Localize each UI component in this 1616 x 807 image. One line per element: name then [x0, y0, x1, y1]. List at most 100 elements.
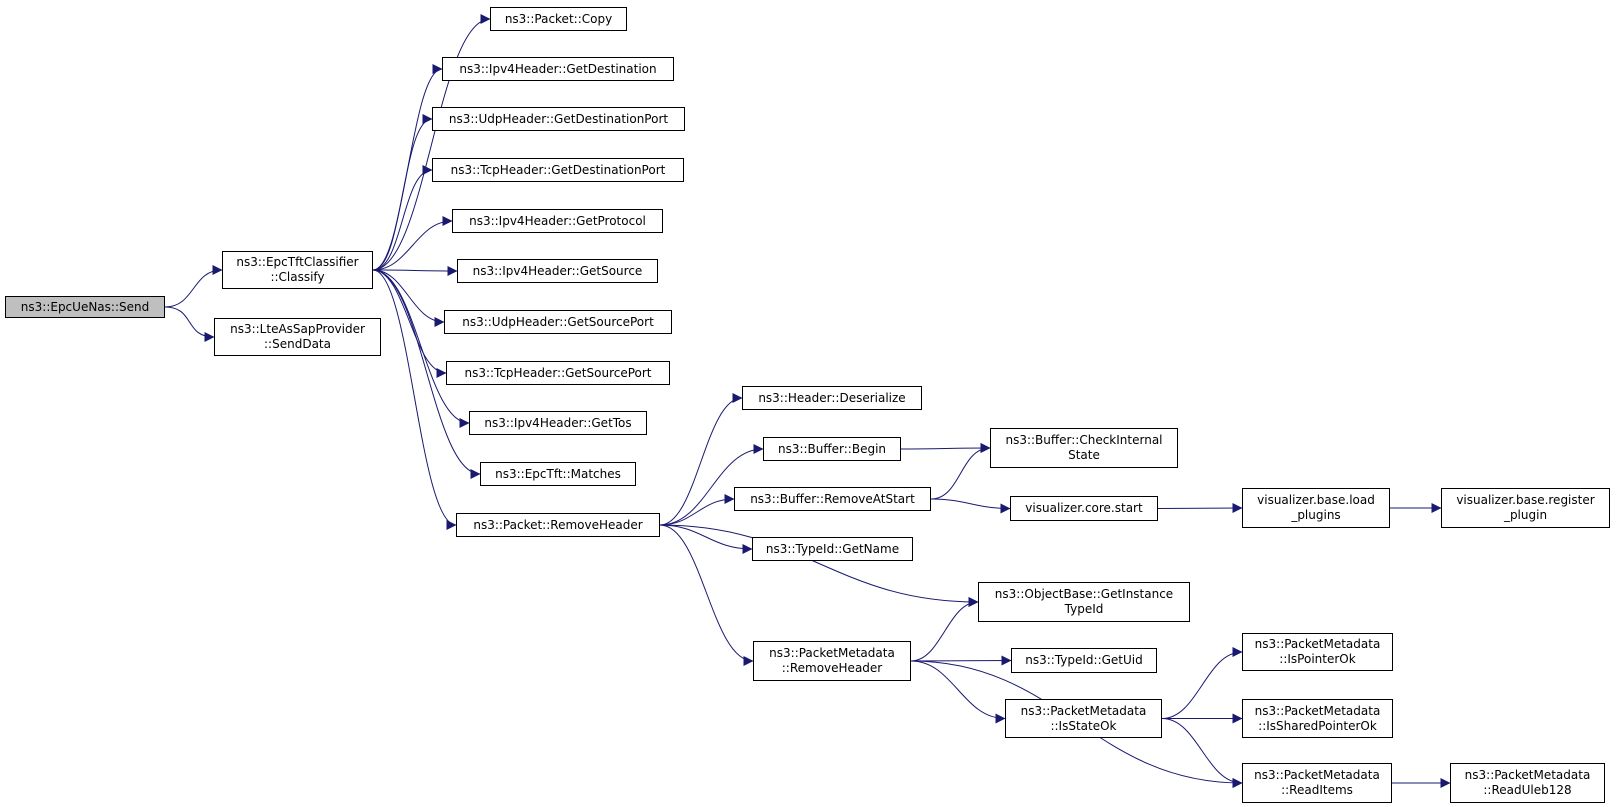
- node-label-line: ns3::LteAsSapProvider: [230, 322, 365, 336]
- node-label-line: ns3::Packet::Copy: [504, 11, 613, 26]
- node-header-deserialize[interactable]: ns3::Header::Deserialize: [742, 386, 922, 410]
- node-label-line: ns3::Ipv4Header::GetSource: [472, 263, 643, 278]
- edge-removeheader-to-getname: [659, 524, 753, 554]
- edge-classify-to-ipv4proto: [372, 216, 453, 271]
- node-udpheader-getdestinationport[interactable]: ns3::UdpHeader::GetDestinationPort: [432, 107, 685, 131]
- node-visualizer-base-registerplugin[interactable]: visualizer.base.register_plugin: [1441, 488, 1610, 528]
- edge-removeheader-to-pmremoveheader: [659, 524, 754, 666]
- node-visualizer-base-loadplugins[interactable]: visualizer.base.load_plugins: [1242, 488, 1390, 528]
- edge-removeheader-to-getinstancetypeid: [659, 524, 979, 607]
- node-label-line: ns3::PacketMetadata: [1254, 768, 1380, 782]
- node-ipv4header-getdestination[interactable]: ns3::Ipv4Header::GetDestination: [442, 57, 674, 81]
- node-label-line: ns3::Header::Deserialize: [758, 390, 906, 405]
- edge-classify-to-removeheader: [372, 269, 457, 530]
- node-label-line: ns3::Ipv4Header::GetDestination: [459, 61, 657, 76]
- node-udpheader-getsourceport[interactable]: ns3::UdpHeader::GetSourcePort: [444, 310, 672, 334]
- node-label-line: ::ReadItems: [1281, 783, 1353, 797]
- node-label-line: visualizer.base.register: [1456, 493, 1595, 507]
- node-packetmetadata-ispointerok[interactable]: ns3::PacketMetadata::IsPointerOk: [1242, 633, 1393, 671]
- node-tcpheader-getsourceport[interactable]: ns3::TcpHeader::GetSourcePort: [446, 361, 670, 385]
- node-label-line: ns3::EpcTftClassifier: [236, 255, 359, 269]
- edge-removeheader-to-begin: [659, 444, 764, 526]
- edges-layer: [164, 14, 1451, 788]
- node-label-line: _plugins: [1291, 508, 1341, 522]
- edge-classify-to-matches: [372, 269, 481, 479]
- node-ipv4header-getsource[interactable]: ns3::Ipv4Header::GetSource: [457, 259, 658, 283]
- edge-pmremoveheader-to-isstateok: [910, 660, 1006, 724]
- node-label-line: ::IsSharedPointerOk: [1258, 718, 1377, 733]
- edge-removeatstart-to-corestart: [930, 498, 1011, 514]
- node-label-line: visualizer.base.load: [1257, 493, 1375, 507]
- node-label-line: ns3::PacketMetadata: [1254, 637, 1381, 651]
- node-label-line: ns3::Buffer::Begin: [777, 441, 887, 456]
- node-label-line: ns3::PacketMetadata: [1464, 768, 1591, 782]
- node-epctft-matches[interactable]: ns3::EpcTft::Matches: [480, 462, 636, 486]
- node-buffer-begin[interactable]: ns3::Buffer::Begin: [763, 437, 901, 461]
- node-label-line: visualizer.core.start: [1025, 501, 1143, 515]
- node-packetmetadata-removeheader[interactable]: ns3::PacketMetadata::RemoveHeader: [753, 641, 911, 681]
- node-label-line: ns3::Packet::RemoveHeader: [473, 517, 643, 532]
- node-label-line: ::IsPointerOk: [1279, 652, 1356, 666]
- node-tcpheader-getdestinationport[interactable]: ns3::TcpHeader::GetDestinationPort: [432, 158, 684, 182]
- node-label-line: ::SendData: [264, 337, 331, 351]
- node-lteassapprovider-senddata[interactable]: ns3::LteAsSapProvider::SendData: [214, 318, 381, 356]
- edge-pmremoveheader-to-getuid: [910, 655, 1012, 666]
- node-label-line: _plugin: [1503, 508, 1548, 522]
- node-label-line: ns3::EpcUeNas::Send: [20, 299, 150, 314]
- node-label-line: ns3::EpcTft::Matches: [495, 466, 621, 481]
- node-packetmetadata-readuleb128[interactable]: ns3::PacketMetadata::ReadUleb128: [1450, 763, 1605, 803]
- edge-corestart-to-loadplugins: [1157, 503, 1243, 514]
- node-ipv4header-getprotocol[interactable]: ns3::Ipv4Header::GetProtocol: [452, 209, 663, 233]
- node-label-line: ::ReadUleb128: [1483, 783, 1572, 797]
- node-epcuenas-send: ns3::EpcUeNas::Send: [5, 296, 165, 318]
- edge-classify-to-udpdestport: [372, 114, 433, 271]
- node-epctftclassifier-classify[interactable]: ns3::EpcTftClassifier::Classify: [222, 251, 373, 289]
- node-packetmetadata-isstateok[interactable]: ns3::PacketMetadata::IsStateOk: [1005, 699, 1162, 738]
- edge-removeheader-to-deserialize: [659, 393, 743, 526]
- edge-classify-to-tcpsrcport: [372, 269, 447, 378]
- node-packet-removeheader[interactable]: ns3::Packet::RemoveHeader: [456, 513, 660, 537]
- edge-begin-to-checkinternal: [900, 443, 991, 454]
- node-label-line: State: [1068, 448, 1100, 462]
- node-label-line: ns3::TcpHeader::GetSourcePort: [464, 365, 652, 380]
- node-label-line: ::IsStateOk: [1050, 718, 1117, 733]
- node-ipv4header-gettos[interactable]: ns3::Ipv4Header::GetTos: [469, 411, 647, 435]
- node-packet-copy[interactable]: ns3::Packet::Copy: [490, 7, 627, 31]
- node-label-line: ns3::UdpHeader::GetSourcePort: [462, 314, 654, 329]
- node-label-line: ns3::PacketMetadata: [1020, 703, 1147, 718]
- edge-removeatstart-to-checkinternal: [930, 443, 991, 500]
- node-label-line: ns3::PacketMetadata: [769, 646, 895, 660]
- node-label-line: ns3::ObjectBase::GetInstance: [994, 587, 1174, 601]
- node-label-line: ns3::Buffer::CheckInternal: [1005, 433, 1163, 447]
- node-label-line: ns3::Buffer::RemoveAtStart: [750, 491, 915, 506]
- edge-pmremoveheader-to-getinstancetypeid: [910, 597, 979, 662]
- edge-classify-to-ipv4source: [372, 265, 458, 276]
- edge-classify-to-udpsrcport: [372, 269, 445, 327]
- node-typeid-getname[interactable]: ns3::TypeId::GetName: [752, 537, 913, 561]
- edge-classify-to-ipv4tos: [372, 269, 470, 428]
- node-label-line: ns3::Ipv4Header::GetProtocol: [469, 213, 646, 228]
- edge-isstateok-to-readitems: [1161, 718, 1243, 788]
- node-label-line: ns3::TypeId::GetName: [765, 541, 900, 556]
- node-label-line: ns3::PacketMetadata: [1254, 703, 1381, 718]
- edge-classify-to-tcpdestport: [372, 165, 433, 271]
- node-label-line: TypeId: [1064, 602, 1104, 616]
- node-packetmetadata-issharedpointerok[interactable]: ns3::PacketMetadata::IsSharedPointerOk: [1242, 699, 1393, 738]
- node-typeid-getuid[interactable]: ns3::TypeId::GetUid: [1011, 648, 1157, 673]
- edge-isstateok-to-ispointerok: [1161, 647, 1243, 719]
- edge-classify-to-copy: [372, 14, 491, 271]
- node-buffer-removeatstart[interactable]: ns3::Buffer::RemoveAtStart: [734, 487, 931, 511]
- node-label-line: ns3::TcpHeader::GetDestinationPort: [450, 162, 666, 177]
- edge-send-to-senddata: [164, 306, 215, 342]
- node-label-line: ns3::Ipv4Header::GetTos: [484, 415, 632, 430]
- node-label-line: ::RemoveHeader: [781, 661, 883, 675]
- edge-send-to-classify: [164, 265, 223, 308]
- node-label-line: ns3::UdpHeader::GetDestinationPort: [448, 111, 669, 126]
- edge-removeheader-to-removeatstart: [659, 494, 735, 526]
- node-packetmetadata-readitems[interactable]: ns3::PacketMetadata::ReadItems: [1242, 763, 1392, 803]
- node-label-line: ns3::TypeId::GetUid: [1025, 653, 1143, 667]
- node-visualizer-core-start[interactable]: visualizer.core.start: [1010, 496, 1158, 521]
